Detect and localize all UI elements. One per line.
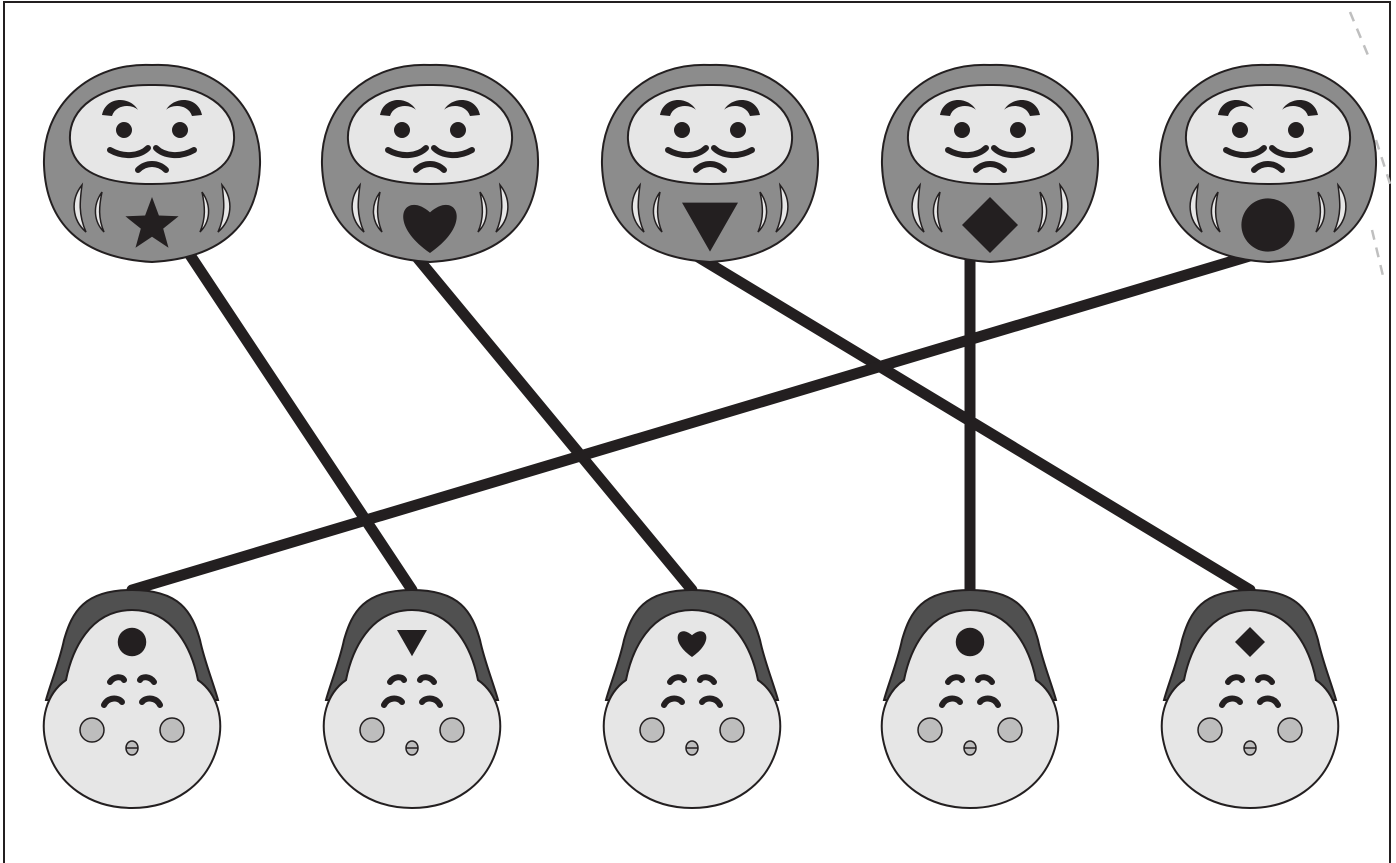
- hime-cheek-right: [160, 718, 184, 742]
- daruma-face: [70, 85, 234, 184]
- hime-cheek-left: [640, 718, 664, 742]
- daruma-face: [908, 85, 1072, 184]
- daruma-eye-left: [674, 122, 690, 138]
- daruma-doll: [322, 65, 538, 262]
- daruma-doll: [44, 65, 260, 262]
- hime-cheek-right: [998, 718, 1022, 742]
- daruma-eye-right: [730, 122, 746, 138]
- hime-cheek-left: [1198, 718, 1222, 742]
- hime-cheek-right: [720, 718, 744, 742]
- hime-cheek-left: [360, 718, 384, 742]
- hime-doll: [604, 590, 780, 808]
- hime-cheek-right: [1278, 718, 1302, 742]
- daruma-eye-right: [1010, 122, 1026, 138]
- daruma-doll: [1160, 65, 1376, 262]
- hime-cheek-left: [918, 718, 942, 742]
- daruma-face: [1186, 85, 1350, 184]
- hime-doll: [882, 590, 1058, 808]
- hime-doll: [324, 590, 500, 808]
- hime-cheek-right: [440, 718, 464, 742]
- circle-symbol-icon: [118, 628, 147, 657]
- daruma-eye-right: [1288, 122, 1304, 138]
- hime-doll: [44, 590, 220, 808]
- daruma-doll: [882, 65, 1098, 262]
- daruma-eye-left: [394, 122, 410, 138]
- daruma-eye-right: [450, 122, 466, 138]
- hime-doll: [1162, 590, 1338, 808]
- daruma-eye-left: [116, 122, 132, 138]
- circle-symbol-icon: [1241, 198, 1294, 251]
- hime-cheek-left: [80, 718, 104, 742]
- daruma-face: [628, 85, 792, 184]
- daruma-face: [348, 85, 512, 184]
- daruma-eye-left: [954, 122, 970, 138]
- daruma-eye-right: [172, 122, 188, 138]
- daruma-eye-left: [1232, 122, 1248, 138]
- daruma-doll: [602, 65, 818, 262]
- circle-symbol-icon: [956, 628, 985, 657]
